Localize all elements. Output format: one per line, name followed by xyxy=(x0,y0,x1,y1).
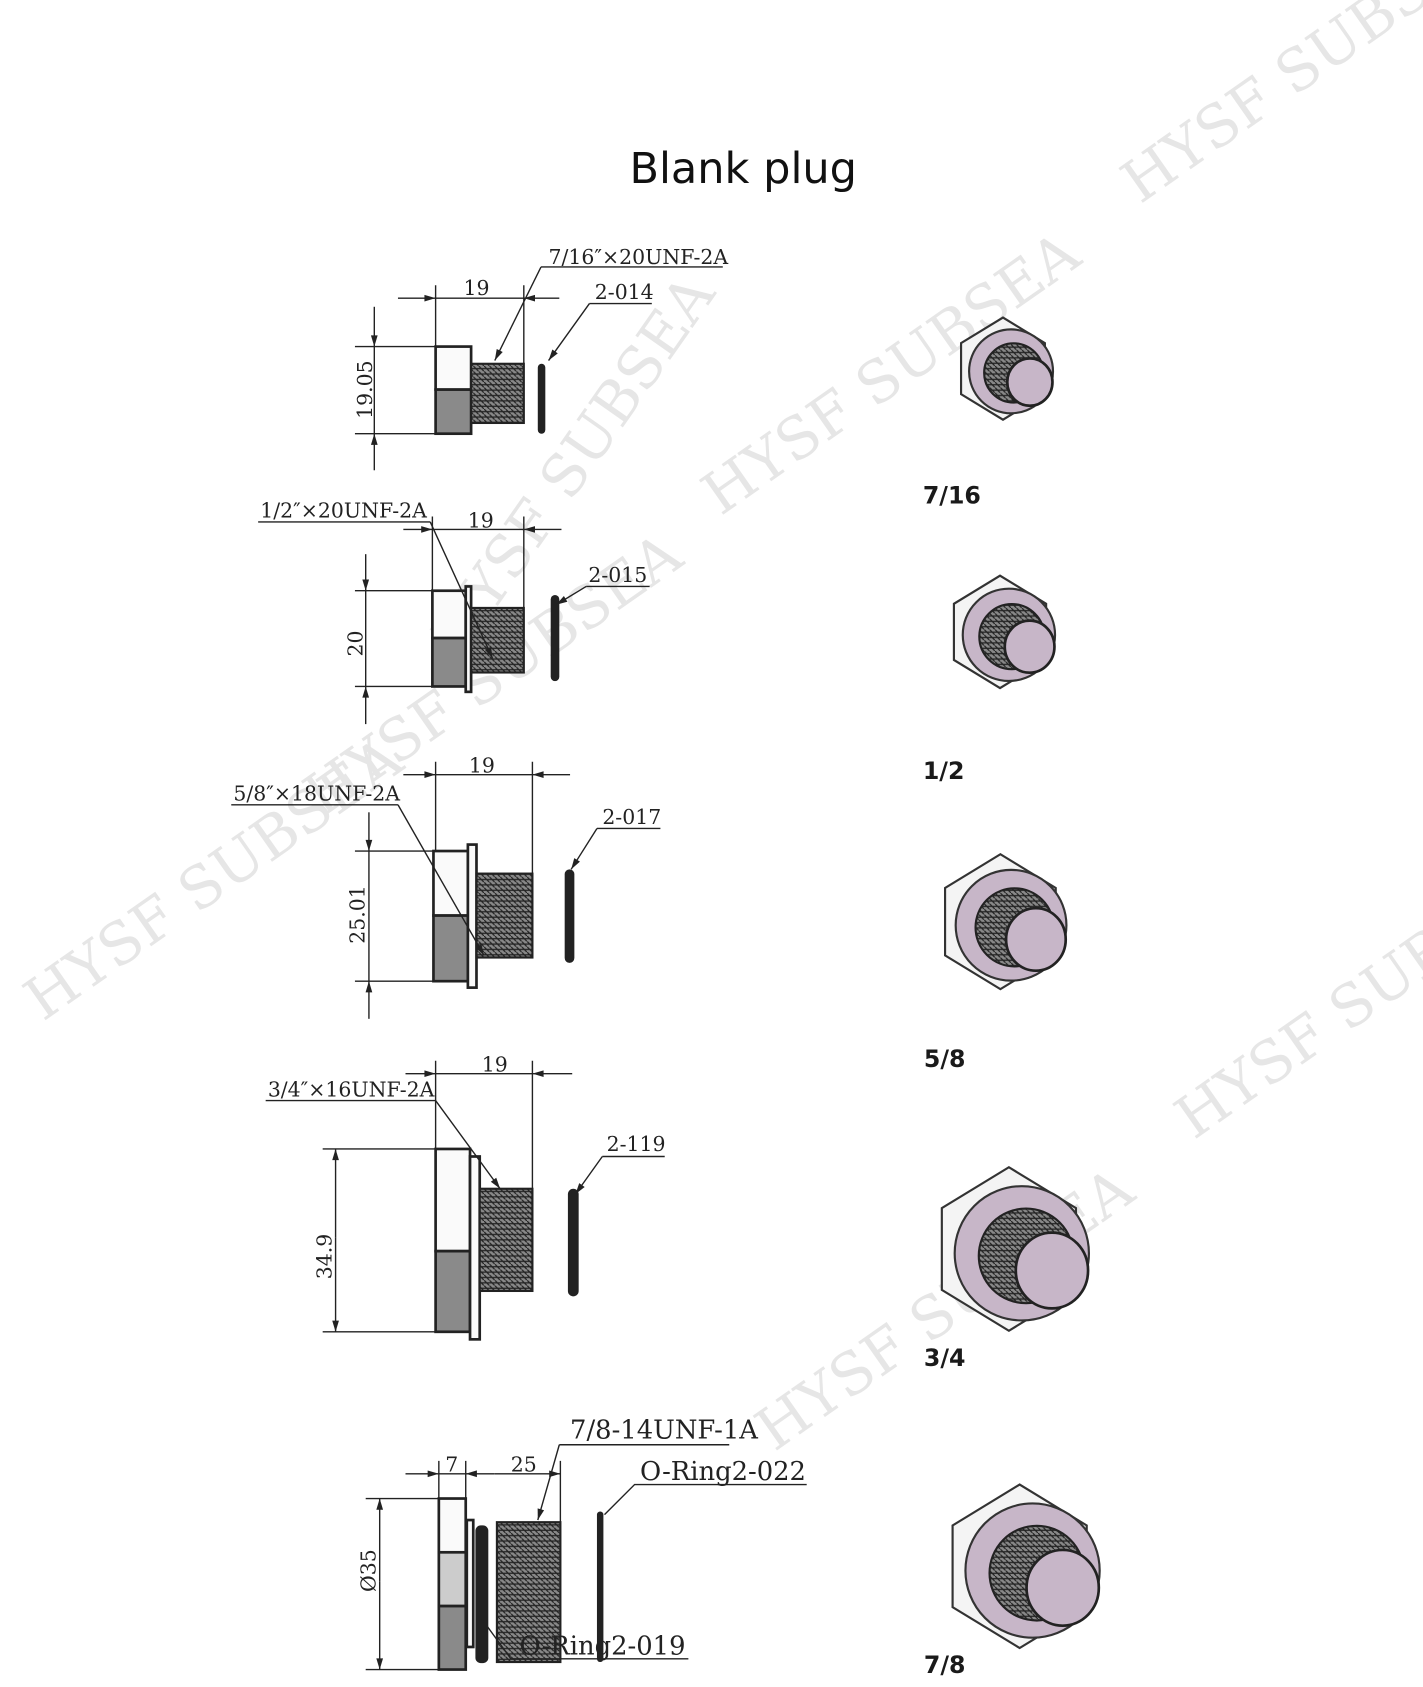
oring-spec: 2-014 xyxy=(595,280,654,304)
height-dimension: 25.01 xyxy=(346,885,370,943)
watermarks: HYSF SUBSEA HYSF SUBSEA HYSF SUBSEA HYSF… xyxy=(12,0,1423,1464)
thread-spec: 3/4″×16UNF-2A xyxy=(268,1077,435,1101)
page-title: Blank plug xyxy=(629,144,857,194)
oring-spec: O-Ring2-022 xyxy=(640,1457,806,1487)
height-dimension: 20 xyxy=(343,630,367,656)
length-dimension: 19 xyxy=(469,754,495,778)
size-label: 5/8 xyxy=(924,1045,966,1073)
size-label: 7/8 xyxy=(924,1651,966,1679)
diameter-dimension: Ø35 xyxy=(356,1549,380,1592)
watermark: HYSF SUBSEA xyxy=(1163,841,1423,1151)
oring-spec: 2-015 xyxy=(588,563,647,587)
length-dimension: 19 xyxy=(468,508,494,532)
height-dimension: 19.05 xyxy=(353,360,377,418)
length-dimension: 25 xyxy=(511,1453,537,1477)
head-length-dimension: 7 xyxy=(445,1453,458,1477)
plug-3d-render xyxy=(951,1483,1101,1650)
oring-spec: 2-017 xyxy=(602,805,661,829)
length-dimension: 19 xyxy=(463,276,489,300)
thread-spec: 7/16″×20UNF-2A xyxy=(549,245,729,269)
oring-spec: 2-119 xyxy=(607,1132,666,1156)
drawing-7-8: 7 25 Ø35 7/8-14UNF-1A O-Ring2-022 O-Ring… xyxy=(356,1415,807,1671)
thread-spec: 7/8-14UNF-1A xyxy=(570,1415,758,1445)
plug-3d-render xyxy=(943,852,1068,991)
watermark: HYSF SUBSEA xyxy=(1109,0,1423,216)
plug-3d-render xyxy=(959,316,1055,421)
size-label: 7/16 xyxy=(923,482,981,510)
height-dimension: 34.9 xyxy=(312,1234,336,1279)
drawing-7-16: 19 19.05 7/16″×20UNF-2A 2-014 xyxy=(353,245,728,471)
plug-3d-render xyxy=(952,574,1057,690)
watermark: HYSF SUBSEA xyxy=(743,1153,1146,1463)
size-label: 3/4 xyxy=(924,1344,966,1372)
plug-renders xyxy=(940,316,1101,1650)
drawing-3-4: 19 34.9 3/4″×16UNF-2A 2-119 xyxy=(265,1053,666,1341)
length-dimension: 19 xyxy=(482,1053,508,1077)
plug-3d-render xyxy=(940,1165,1090,1332)
thread-spec: 5/8″×18UNF-2A xyxy=(233,781,400,805)
drawing-5-8: 19 25.01 5/8″×18UNF-2A 2-017 xyxy=(231,754,661,1019)
inner-oring-spec: O-Ring2-019 xyxy=(520,1631,686,1661)
drawing-1-2: 19 20 1/2″×20UNF-2A 2-015 xyxy=(258,499,650,725)
thread-spec: 1/2″×20UNF-2A xyxy=(260,499,427,523)
watermark: HYSF SUBSEA xyxy=(12,723,415,1033)
size-label: 1/2 xyxy=(923,757,965,785)
